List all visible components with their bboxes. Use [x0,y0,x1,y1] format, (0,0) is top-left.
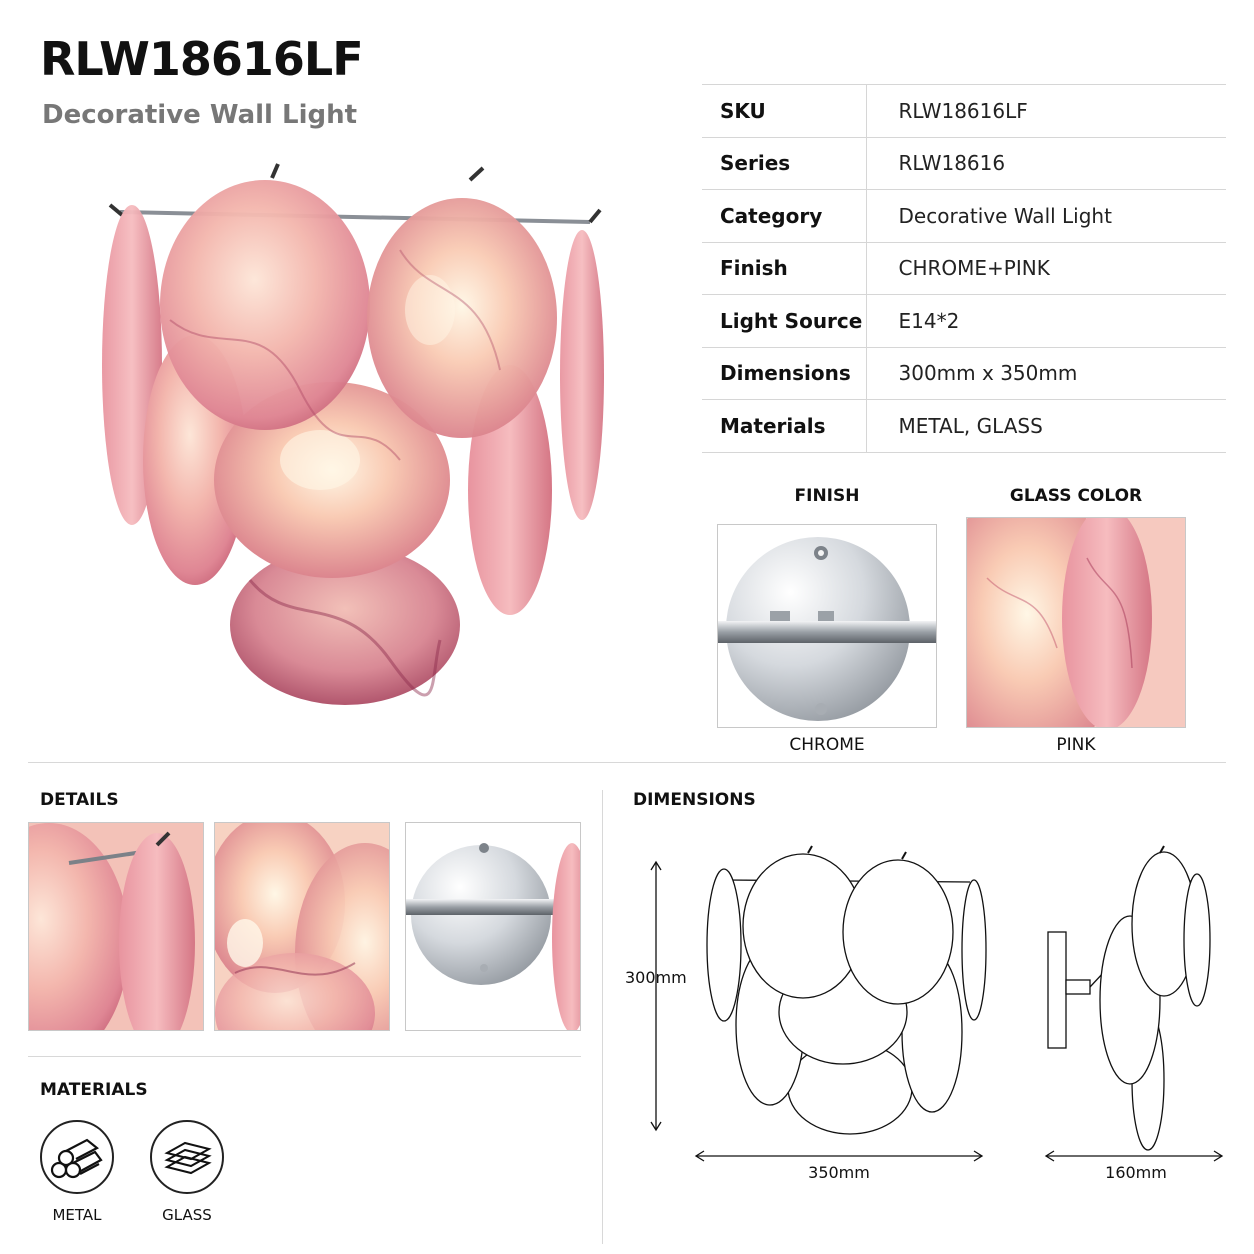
detail-thumb-hooks [28,822,204,1031]
spec-table: SKU RLW18616LF Series RLW18616 Category Dec… [702,84,1226,453]
product-hero-image [102,163,604,705]
spec-label: Series [702,137,867,190]
dimension-drawing [650,845,1224,1162]
spec-row-light-source: Light Source E14*2 [702,294,1226,347]
finish-heading: FINISH [794,486,860,506]
section-divider [28,762,1226,763]
spec-label: SKU [702,84,867,137]
spec-value: 300mm x 350mm [898,361,1078,386]
glass-caption: PINK [1056,735,1096,755]
spec-label: Finish [702,242,867,295]
spec-row-sku: SKU RLW18616LF [702,84,1226,137]
materials-heading: MATERIALS [40,1080,148,1100]
spec-row-materials: Materials METAL, GLASS [702,399,1226,452]
details-heading: DETAILS [40,790,119,810]
spec-label: Dimensions [702,347,867,400]
glass-sheets-icon [164,1141,212,1175]
spec-label: Category [702,189,867,242]
detail-thumb-backplate [405,822,581,1031]
details-divider [28,1056,581,1057]
spec-label: Materials [702,399,867,452]
dimension-width-label: 350mm [808,1163,870,1182]
glass-color-heading: GLASS COLOR [1009,486,1143,506]
detail-chrome-backplate-image [406,843,580,1030]
product-code-title: RLW18616LF [40,32,364,86]
spec-row-dimensions: Dimensions 300mm x 350mm [702,347,1226,400]
spec-value: Decorative Wall Light [898,203,1112,228]
metal-bars-icon [50,1138,103,1179]
spec-value: METAL, GLASS [898,413,1043,438]
spec-row-category: Category Decorative Wall Light [702,189,1226,242]
product-subtitle: Decorative Wall Light [42,100,358,130]
detail-thumb-glow [214,822,390,1031]
material-glass [150,1120,224,1194]
spec-value: CHROME+PINK [898,256,1050,281]
spec-label: Light Source [702,294,867,347]
spec-row-finish: Finish CHROME+PINK [702,242,1226,295]
dimension-height-label: 300mm [625,968,687,987]
spec-row-series: Series RLW18616 [702,137,1226,190]
column-divider [602,790,603,1244]
material-metal [40,1120,114,1194]
detail-glass-hooks-image [29,823,203,1030]
finish-caption: CHROME [789,735,865,755]
material-metal-label: METAL [52,1206,102,1224]
material-glass-label: GLASS [162,1206,212,1224]
finish-swatch-chrome [717,524,937,728]
spec-value: RLW18616 [898,151,1006,176]
chrome-backplate-image [718,537,936,721]
spec-value: E14*2 [898,308,960,333]
dimension-depth-label: 160mm [1105,1163,1167,1182]
glass-swatch-pink [966,517,1186,728]
spec-value: RLW18616LF [898,98,1028,123]
dimensions-heading: DIMENSIONS [633,790,756,810]
detail-lit-glass-image [215,823,389,1030]
pink-glass-closeup-image [967,518,1185,727]
